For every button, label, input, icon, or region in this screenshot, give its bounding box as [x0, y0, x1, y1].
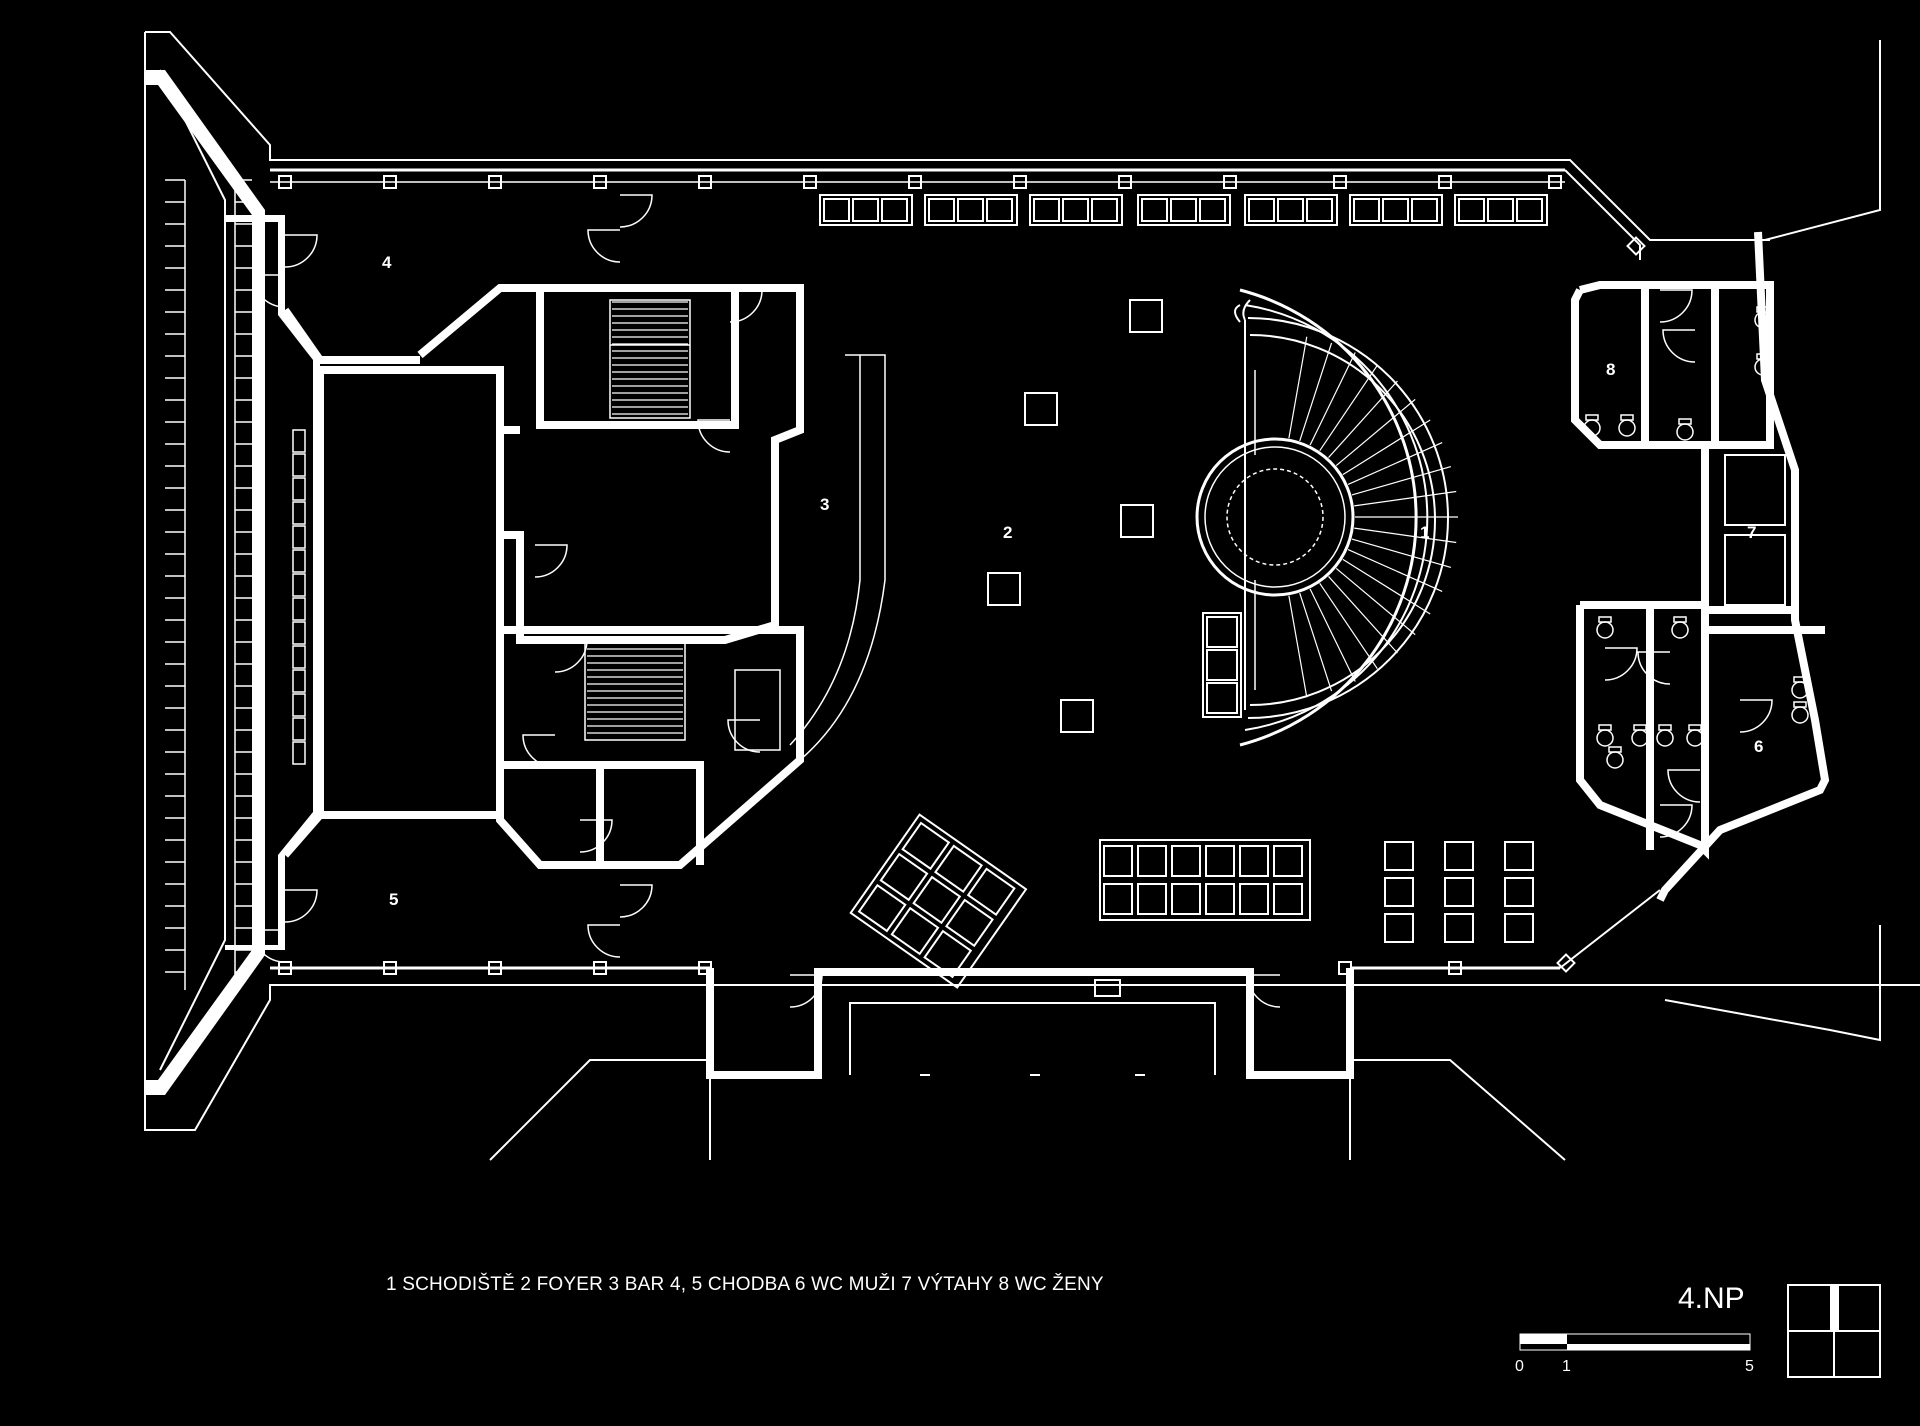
room-number-8: 8: [1606, 360, 1615, 379]
elevator-box: [734, 669, 781, 751]
bottom-right-box: [1556, 953, 1576, 973]
scale-label-5: 5: [1745, 1358, 1754, 1375]
bar-counter: [799, 354, 886, 761]
inner-hall-wall: [316, 366, 504, 819]
left-facade-top: [145, 31, 1770, 241]
lower-left-diag: [281, 812, 324, 858]
elevator-car-1: [1724, 454, 1786, 526]
room-number-7: 7: [1747, 523, 1756, 542]
entrance-inner: [849, 1002, 1216, 1075]
entrance-kiosk: [1094, 979, 1121, 997]
entrance-block: [706, 968, 1354, 1079]
wc-men: [1576, 601, 1709, 860]
right-small-box: [1626, 236, 1646, 256]
room-number-4: 4: [382, 253, 392, 272]
floor-label: 4.NP: [1678, 1282, 1745, 1315]
left-seating-rows: [165, 179, 306, 990]
right-diagonal-rail: [1564, 169, 1641, 260]
stair-treads: [587, 301, 688, 734]
scale-bar: [1519, 1333, 1751, 1351]
room-number-1: 1: [1420, 523, 1429, 542]
scale-label-0: 0: [1515, 1358, 1524, 1375]
left-facade-outer: [144, 32, 1920, 1131]
elevator-car-2: [1724, 534, 1786, 606]
room-number-3: 3: [820, 495, 829, 514]
room-number-2: 2: [1003, 523, 1012, 542]
lower-rooms: [500, 761, 704, 865]
right-outer-wall: [1656, 231, 1830, 902]
front-steps-left: [489, 1059, 711, 1161]
right-lower-outside: [1664, 925, 1881, 1042]
orientation-key: [1787, 1284, 1881, 1378]
stair-core-top: [536, 288, 739, 429]
room-number-5: 5: [389, 890, 398, 909]
lower-core: [496, 626, 804, 869]
right-outside-line: [1764, 40, 1881, 241]
left-facade-inner: [159, 69, 226, 1071]
scale-label-1: 1: [1562, 1358, 1571, 1375]
upper-left-diag: [281, 307, 420, 364]
wc-women: [1571, 281, 1774, 449]
right-lower-diagonal: [1559, 889, 1661, 969]
foyer-columns: [987, 299, 1163, 733]
room-number-6: 6: [1754, 737, 1763, 756]
room-legend: 1 SCHODIŠTĚ 2 FOYER 3 BAR 4, 5 CHODBA 6 …: [386, 1274, 1104, 1295]
front-steps-right: [1349, 1059, 1566, 1161]
sofa-group: [1202, 612, 1242, 718]
upper-stair-frame: [609, 299, 691, 419]
lower-stair-frame: [584, 639, 686, 741]
